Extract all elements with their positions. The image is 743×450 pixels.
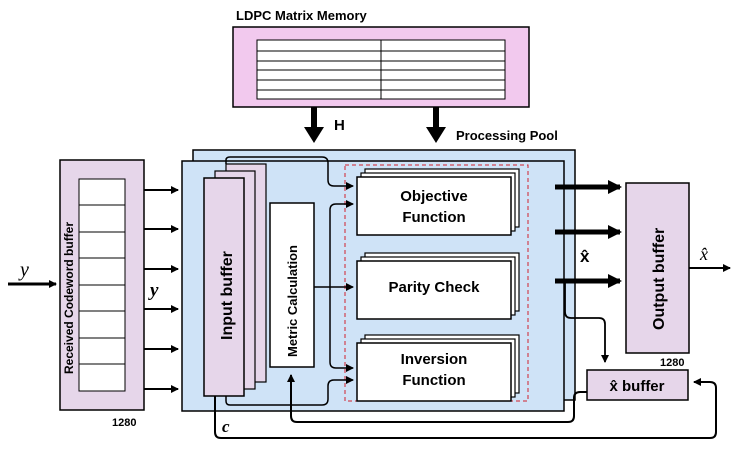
y-bus-arrows: [144, 186, 179, 393]
output-buffer-label: Output buffer: [651, 228, 668, 330]
xhat-buffer-label: x̂ buffer: [609, 378, 664, 395]
memory-title: LDPC Matrix Memory: [236, 8, 368, 23]
objective-label-line2: Function: [402, 209, 465, 226]
input-y-symbol: y: [18, 259, 29, 281]
feedback-xhat-wire: [287, 374, 587, 423]
input-buffer-label: Input buffer: [219, 251, 236, 340]
to-xhat-buffer-wire: [564, 281, 609, 363]
input-to-inversion-wire: [225, 376, 354, 406]
inversion-label-line2: Function: [402, 372, 465, 389]
received-buffer-size: 1280: [112, 417, 136, 429]
input-buffer-stack: [203, 163, 267, 397]
input-to-objective-wire: [225, 156, 354, 190]
inversion-function-stack: [356, 334, 520, 402]
h-label: H: [334, 117, 345, 134]
y-bus-label: y: [148, 280, 159, 301]
xhat-bus-label: x̂: [580, 247, 590, 266]
inversion-label-line1: Inversion: [401, 351, 468, 368]
c-label: c: [222, 417, 230, 436]
metric-calculation-block: [269, 202, 315, 368]
objective-label-line1: Objective: [400, 188, 468, 205]
objective-function-stack: [356, 168, 520, 236]
metric-label: Metric Calculation: [285, 245, 300, 357]
output-buffer-size: 1280: [660, 357, 684, 369]
received-buffer-cells: [78, 178, 126, 392]
feedback-c-wire: [214, 378, 717, 439]
pool-title: Processing Pool: [456, 128, 558, 143]
output-symbol: x̂: [699, 244, 708, 264]
received-buffer-label: Received Codeword buffer: [62, 222, 76, 374]
parity-check-stack: [356, 252, 520, 320]
h-arrows: [304, 107, 446, 143]
metric-to-functions-wires: [314, 200, 354, 372]
matrix-table: [256, 39, 506, 100]
parity-check-label: Parity Check: [389, 279, 481, 296]
output-buffer: [625, 182, 690, 354]
xhat-buffer: [586, 369, 689, 401]
function-units-region: [344, 164, 529, 402]
